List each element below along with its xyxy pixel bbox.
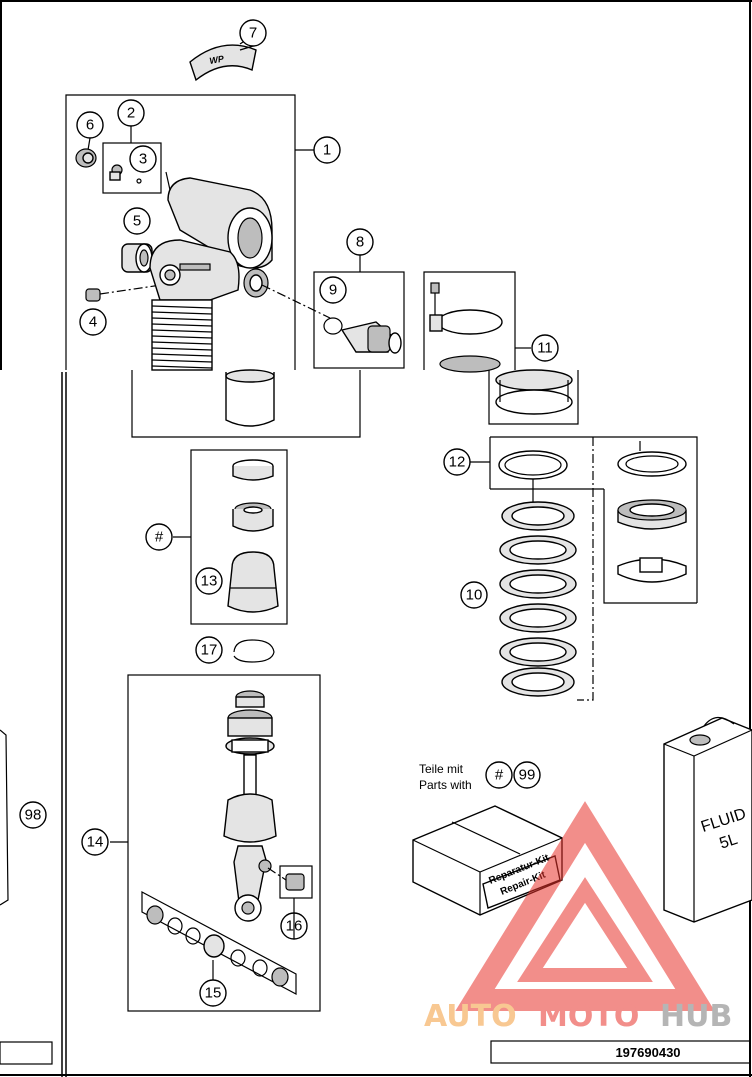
- callout-13: 13: [195, 567, 223, 595]
- callout-6: 6: [76, 111, 104, 139]
- drawing-number-box: 197690430: [490, 1040, 751, 1064]
- callout-2-label: 2: [127, 105, 135, 122]
- callout-7-label: 7: [249, 25, 257, 42]
- callout-9: 9: [319, 276, 347, 304]
- callout-10-label: 10: [466, 587, 483, 604]
- callout-9-label: 9: [329, 282, 337, 299]
- callout-4: 4: [79, 308, 107, 336]
- kit-note-line1: Teile mit: [419, 762, 464, 776]
- callout-13-label: 13: [201, 573, 218, 590]
- callout-15-label: 15: [205, 985, 222, 1002]
- callout-98-label: 98: [25, 807, 42, 824]
- watermark-logo: AUTO MOTO HUB: [424, 801, 732, 1034]
- fluid-label-line2: 5L: [718, 831, 740, 853]
- part-13-group: [173, 449, 288, 625]
- callout-hash-2: #: [485, 761, 513, 789]
- callout-5: 5: [123, 207, 151, 235]
- callout-10: 10: [460, 581, 488, 609]
- kit-note: Teile mit Parts with: [419, 762, 472, 792]
- part-8-9-group: [313, 254, 405, 369]
- callout-99: 99: [513, 761, 541, 789]
- part-17-circlip: [233, 639, 275, 663]
- shock-absorber-group-frame: [65, 94, 361, 438]
- watermark-part1: AUTO: [424, 999, 517, 1034]
- callout-12-label: 12: [449, 454, 466, 471]
- part-2-3-group: [102, 126, 162, 194]
- part-7-decal: WP: [189, 39, 257, 82]
- callout-11-label: 11: [537, 340, 553, 357]
- callout-17-label: 17: [201, 642, 218, 659]
- callout-4-label: 4: [89, 314, 97, 331]
- callout-2: 2: [117, 99, 145, 127]
- spring-group: [470, 436, 698, 701]
- callout-98: 98: [19, 801, 47, 829]
- fluid-can: FLUID 5L: [663, 716, 752, 923]
- drawing-number: 197690430: [615, 1045, 680, 1060]
- callout-7: 7: [239, 19, 267, 47]
- callout-5-label: 5: [133, 213, 141, 230]
- callout-hash-2-label: #: [495, 767, 504, 784]
- repair-kit-box: Reparatur-Kit Repair-Kit: [412, 805, 563, 916]
- decal-label: WP: [209, 53, 226, 66]
- callout-hash: #: [145, 523, 173, 551]
- spring-coils: [499, 501, 577, 697]
- callouts: 7 2 6 1 3 5 8 9 4 11 12 # 13 10 17 # 99 …: [19, 19, 559, 1007]
- part-14-group: [110, 674, 321, 1012]
- callout-3: 3: [129, 145, 157, 173]
- callout-12: 12: [443, 448, 471, 476]
- callout-1: 1: [313, 136, 341, 164]
- part-5-bushing: [121, 243, 153, 273]
- callout-hash-label: #: [155, 529, 164, 546]
- callout-8-label: 8: [356, 234, 364, 251]
- callout-14-label: 14: [87, 834, 104, 851]
- callout-99-label: 99: [519, 767, 536, 784]
- adjacent-page-fragment: [0, 729, 53, 1065]
- watermark-part3: HUB: [660, 999, 732, 1034]
- part-6-cap: [75, 137, 97, 168]
- callout-3-label: 3: [139, 151, 147, 168]
- callout-17: 17: [195, 636, 223, 664]
- watermark-part2: MOTO: [538, 999, 639, 1034]
- callout-6-label: 6: [86, 117, 94, 134]
- part-11-group: [423, 271, 579, 425]
- callout-15: 15: [199, 979, 227, 1007]
- shock-absorber-body: [149, 171, 331, 427]
- callout-1-label: 1: [323, 142, 331, 159]
- callout-11: 11: [531, 334, 559, 362]
- callout-14: 14: [81, 828, 109, 856]
- kit-note-line2: Parts with: [419, 778, 472, 792]
- callout-8: 8: [346, 228, 374, 256]
- coil-lines: [151, 305, 213, 369]
